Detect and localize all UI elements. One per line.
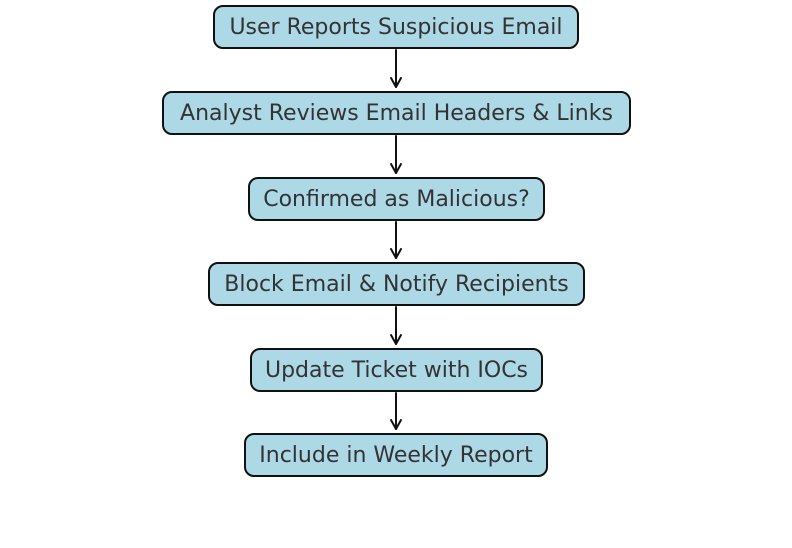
step-update-ticket: Update Ticket with IOCs <box>250 348 543 392</box>
step-label: Include in Weekly Report <box>259 442 533 468</box>
arrow-1 <box>390 49 402 88</box>
step-label: Block Email & Notify Recipients <box>224 271 569 297</box>
step-label: Update Ticket with IOCs <box>264 357 529 383</box>
arrow-4 <box>390 306 402 345</box>
arrow-3 <box>390 221 402 259</box>
step-weekly-report: Include in Weekly Report <box>244 433 548 477</box>
step-label: Confirmed as Malicious? <box>263 186 530 212</box>
step-label: User Reports Suspicious Email <box>229 14 563 40</box>
arrow-5 <box>390 392 402 430</box>
arrow-2 <box>390 135 402 174</box>
step-analyst-reviews: Analyst Reviews Email Headers & Links <box>162 91 631 135</box>
step-block-and-notify: Block Email & Notify Recipients <box>208 262 585 306</box>
step-user-reports-email: User Reports Suspicious Email <box>213 5 579 49</box>
step-confirmed-malicious: Confirmed as Malicious? <box>248 177 545 221</box>
step-label: Analyst Reviews Email Headers & Links <box>180 100 613 126</box>
